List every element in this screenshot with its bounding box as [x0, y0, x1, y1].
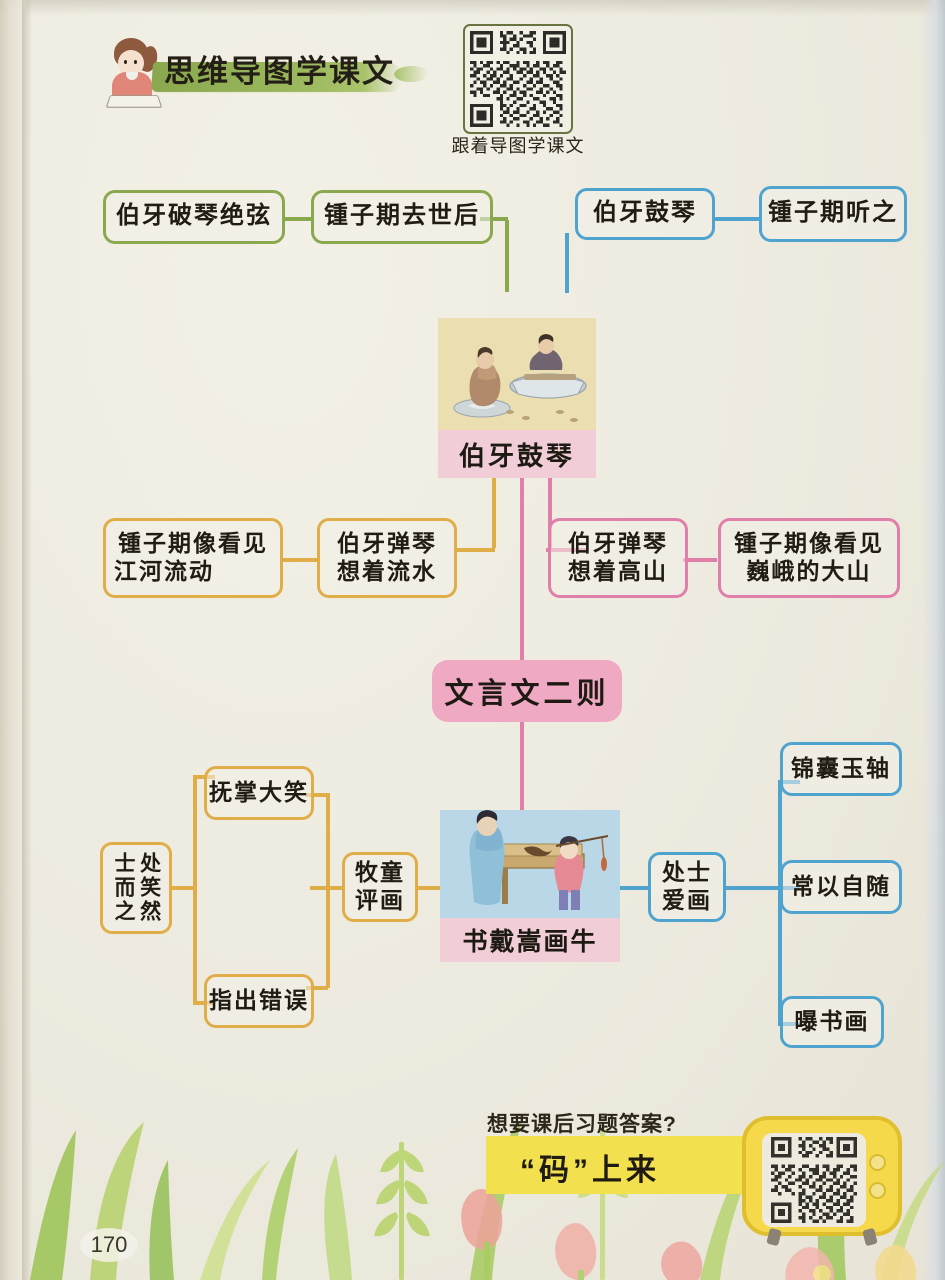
central-node[interactable]: 文言文二则: [432, 660, 622, 722]
node-label: 锺子期听之: [768, 200, 898, 227]
connector-center-pink: [520, 478, 524, 662]
illustration-caption: 伯牙鼓琴: [438, 430, 596, 478]
connector-gold-down: [492, 478, 496, 548]
node-gold-root-chushi[interactable]: 士而之 处笑然: [100, 842, 172, 934]
node-label: 锺子期去世后: [324, 203, 480, 230]
illustration-caption: 书戴嵩画牛: [440, 918, 620, 962]
node-label: 指出错误: [209, 987, 309, 1013]
node-blue-root-chushi[interactable]: 处士 爱画: [648, 852, 726, 922]
node-green-1[interactable]: 伯牙破琴绝弦: [103, 190, 285, 244]
connector-rose-down: [548, 478, 552, 548]
connector-blue-1: [712, 217, 762, 221]
node-label-line1: 锺子期像看见: [734, 530, 884, 556]
page-left-binding-shadow: [22, 0, 32, 1280]
page-left-binding: [0, 0, 26, 1280]
connector-gold-root: [172, 886, 196, 890]
node-pink-2[interactable]: 锺子期像看见 巍峨的大山: [718, 518, 900, 598]
node-blue-leaf-3[interactable]: 曝书画: [780, 996, 884, 1048]
qr-code-svg: [470, 31, 566, 127]
node-gold-mid-mutong[interactable]: 牧童 评画: [342, 852, 418, 922]
node-label-line2: 江河流动: [114, 559, 214, 584]
girl-reading-icon: [105, 36, 163, 108]
qr-code-bottom: [762, 1133, 866, 1227]
illustration-boya-playing-qin: 伯牙鼓琴: [438, 318, 596, 478]
node-label-col-right: 士而之: [112, 852, 136, 924]
promo-question: 想要课后习题答案?: [487, 1113, 677, 1136]
connector-gold-mid: [281, 558, 317, 562]
node-gold-leaf-1[interactable]: 抚掌大笑: [204, 766, 314, 820]
node-label: 曝书画: [794, 1008, 870, 1034]
page-title: 思维导图学课文: [164, 54, 395, 89]
node-label-line1: 伯牙弹琴: [337, 530, 437, 556]
connector-green-2: [480, 217, 508, 221]
node-label-line2: 巍峨的大山: [746, 559, 872, 584]
tv-knob-2: [869, 1182, 886, 1199]
node-blue-2[interactable]: 锺子期听之: [759, 186, 907, 242]
ox-painting-scene-svg: [440, 810, 620, 918]
node-gold-leaf-2[interactable]: 指出错误: [204, 974, 314, 1028]
node-blue-leaf-1[interactable]: 锦囊玉轴: [780, 742, 902, 796]
illustration-art: [440, 810, 620, 918]
qr-code-top[interactable]: [463, 24, 573, 134]
node-label-line2: 想着流水: [337, 559, 437, 584]
node-label-line2: 评画: [355, 888, 405, 913]
connector-gold-top-leaf: [306, 793, 328, 797]
node-green-2[interactable]: 锺子期去世后: [311, 190, 493, 244]
qin-scene-svg: [438, 318, 596, 430]
connector-blue-root-h: [726, 886, 780, 890]
page-number: 170: [80, 1228, 138, 1262]
node-label-line1: 伯牙弹琴: [568, 530, 668, 556]
node-label-line1: 牧童: [355, 859, 405, 885]
connector-green-down: [505, 220, 509, 292]
node-label-vertical-2: 处笑然: [136, 846, 162, 930]
node-label: 抚掌大笑: [209, 779, 309, 805]
illustration-ox-painting: 书戴嵩画牛: [440, 810, 620, 962]
tv-knob-1: [869, 1154, 886, 1171]
connector-blue-down: [565, 233, 569, 293]
node-label-col-left: 处笑然: [137, 852, 162, 924]
page-right-edge: [923, 0, 945, 1280]
connector-gold-to-img2: [418, 886, 442, 890]
node-label-line2: 想着高山: [568, 559, 668, 584]
tv-qr-frame-icon[interactable]: [742, 1116, 902, 1247]
connector-gold-bottom-leaf: [306, 986, 328, 990]
promo-block: 想要课后习题答案? “码”上来: [486, 1108, 907, 1247]
connector-green-1: [284, 217, 314, 221]
connector-gold-vert: [326, 793, 330, 988]
node-label-line1: 锺子期像看见: [118, 530, 268, 556]
connector-central-down: [520, 722, 524, 812]
node-blue-1[interactable]: 伯牙鼓琴: [575, 188, 715, 240]
header-banner: 思维导图学课文: [105, 36, 406, 108]
page-top-edge: [0, 0, 945, 16]
node-gold-2[interactable]: 伯牙弹琴 想着流水: [317, 518, 457, 598]
illustration-art: [438, 318, 596, 430]
connector-gold-h: [455, 548, 495, 552]
connector-rose-mid: [683, 558, 717, 562]
node-label: 锦囊玉轴: [791, 755, 891, 781]
qr-caption: 跟着导图学课文: [451, 136, 585, 156]
node-label-line2: 爱画: [662, 888, 712, 913]
node-pink-1[interactable]: 伯牙弹琴 想着高山: [548, 518, 688, 598]
node-label-line1: 处士: [662, 859, 712, 885]
node-label: 伯牙破琴绝弦: [116, 203, 272, 230]
connector-blue-to-img2: [620, 886, 650, 890]
central-node-label: 文言文二则: [444, 678, 610, 710]
qr-code-icon: [463, 24, 573, 134]
node-blue-leaf-2[interactable]: 常以自随: [780, 860, 902, 914]
node-label: 伯牙鼓琴: [593, 200, 697, 227]
qr-code-svg: [771, 1137, 857, 1223]
promo-band-text: “码”上来: [520, 1154, 660, 1187]
node-gold-1[interactable]: 锺子期像看见 江河流动: [103, 518, 283, 598]
node-label-vertical: 士而之: [110, 846, 136, 930]
tv-leg-2: [862, 1227, 878, 1247]
tv-leg-1: [766, 1227, 782, 1247]
node-label: 常以自随: [791, 873, 891, 899]
